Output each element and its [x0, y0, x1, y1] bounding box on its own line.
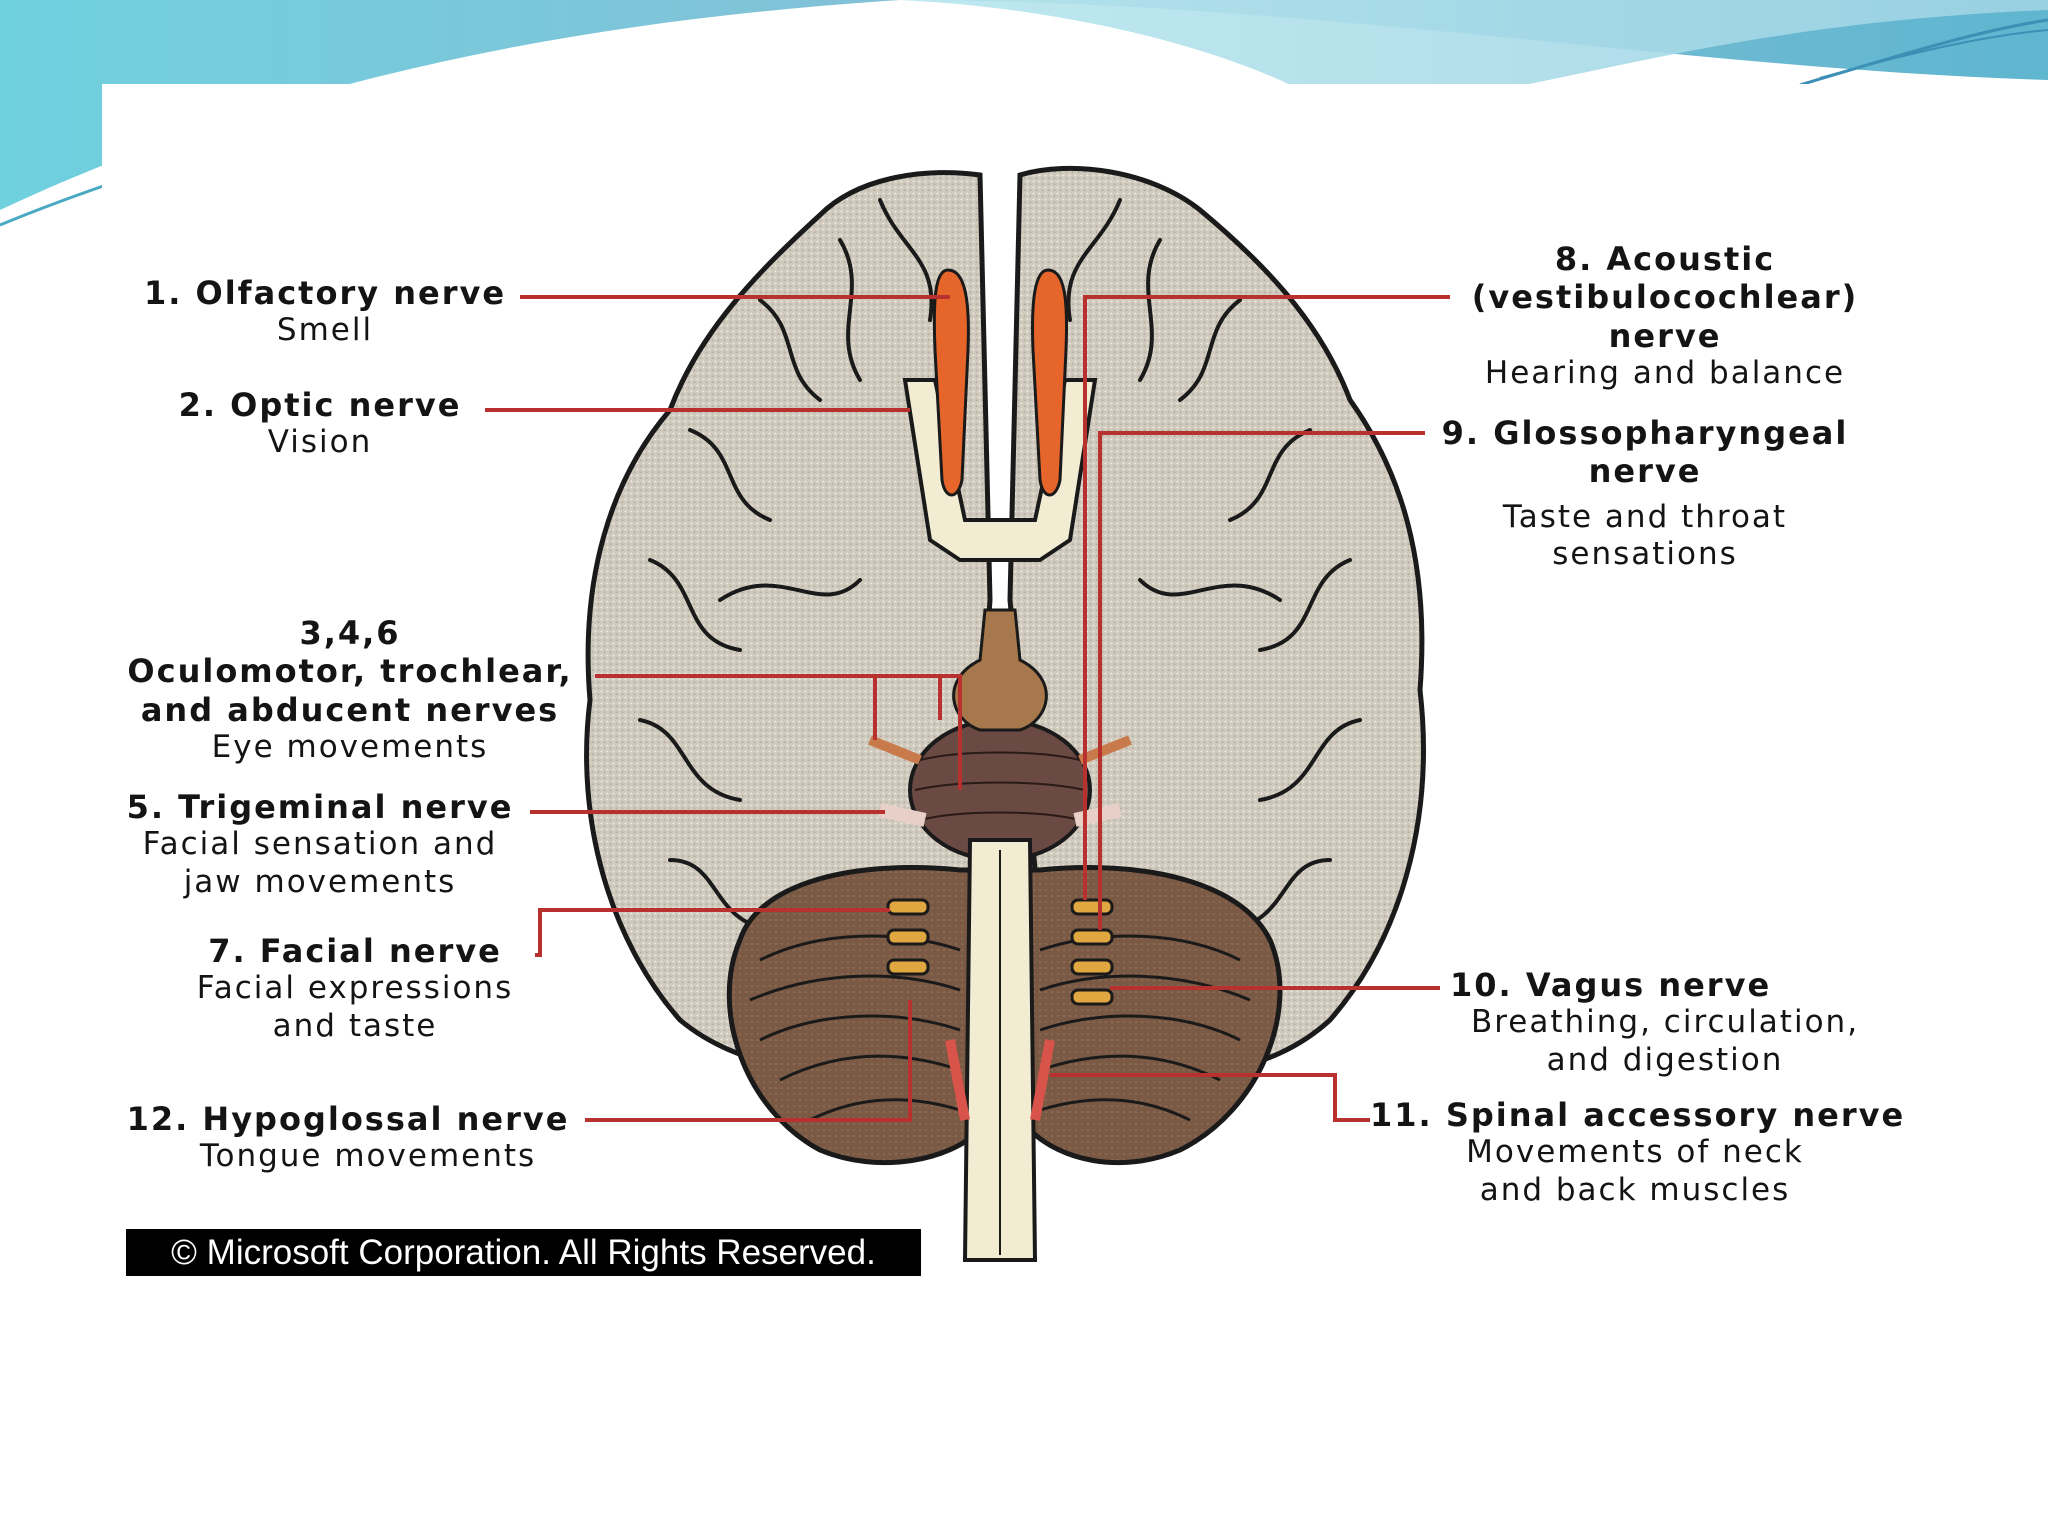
- label-vagus-title: 10. Vagus nerve: [1450, 966, 1772, 1004]
- label-optic: 2. Optic nerve Vision: [160, 386, 480, 462]
- label-vagus-desc-1: Breathing, circulation,: [1470, 1004, 1860, 1041]
- label-eye-title-1: Oculomotor, trochlear,: [127, 652, 573, 691]
- label-acoustic-title-1: 8. Acoustic: [1554, 240, 1776, 278]
- label-accessory-desc-1: Movements of neck: [1466, 1134, 1804, 1171]
- label-acoustic-title-3: nerve: [1608, 316, 1722, 355]
- label-acoustic: 8. Acoustic (vestibulocochlear) nerve He…: [1455, 240, 1875, 392]
- label-vagus-desc-2: and digestion: [1546, 1041, 1784, 1078]
- label-spinal-accessory: 11. Spinal accessory nerve Movements of …: [1370, 1096, 1906, 1209]
- leader-lines: [485, 295, 1450, 1122]
- copyright-notice: © Microsoft Corporation. All Rights Rese…: [126, 1229, 921, 1276]
- label-trigeminal: 5. Trigeminal nerve Facial sensation and…: [110, 788, 530, 901]
- olfactory-bulb-right: [1031, 268, 1069, 497]
- label-eye-desc: Eye movements: [211, 729, 489, 766]
- label-optic-title: 2. Optic nerve: [178, 386, 462, 424]
- label-glosso-desc-1: Taste and throat: [1502, 498, 1788, 535]
- label-hypoglossal-desc: Tongue movements: [199, 1138, 537, 1175]
- label-hypoglossal: 12. Hypoglossal nerve Tongue movements: [118, 1100, 578, 1176]
- label-accessory-desc-2: and back muscles: [1479, 1171, 1791, 1208]
- pons-striations: [914, 751, 1086, 821]
- label-glosso-desc-2: sensations: [1552, 535, 1738, 572]
- header-wave-light: [900, 0, 2048, 100]
- label-trigeminal-desc-1: Facial sensation and: [142, 826, 498, 863]
- label-trigeminal-desc-2: jaw movements: [183, 863, 457, 900]
- label-facial-title: 7. Facial nerve: [208, 932, 502, 970]
- optic-chiasm: [902, 378, 1098, 562]
- label-acoustic-title-2: (vestibulocochlear): [1471, 278, 1859, 317]
- label-optic-desc: Vision: [267, 424, 373, 461]
- label-eye-number: 3,4,6: [299, 614, 401, 652]
- label-trigeminal-title: 5. Trigeminal nerve: [126, 788, 514, 826]
- label-facial: 7. Facial nerve Facial expressions and t…: [175, 932, 535, 1045]
- label-eye-title-2: and abducent nerves: [140, 690, 560, 729]
- right-hemisphere: [1007, 165, 1426, 1076]
- label-facial-desc-2: and taste: [272, 1007, 438, 1044]
- label-olfactory-title: 1. Olfactory nerve: [143, 274, 507, 312]
- wave-stroke: [1819, 29, 2048, 79]
- gyri-lines: [638, 198, 1362, 932]
- label-acoustic-desc: Hearing and balance: [1484, 355, 1846, 392]
- label-eye-nerves: 3,4,6 Oculomotor, trochlear, and abducen…: [110, 614, 590, 766]
- pituitary: [952, 608, 1048, 732]
- label-glosso-title-2: nerve: [1588, 452, 1702, 491]
- label-hypoglossal-title: 12. Hypoglossal nerve: [126, 1100, 570, 1138]
- label-olfactory-desc: Smell: [276, 312, 374, 349]
- label-facial-desc-1: Facial expressions: [196, 970, 514, 1007]
- label-glosso-title-1: 9. Glossopharyngeal: [1441, 414, 1849, 452]
- label-glossopharyngeal: 9. Glossopharyngeal nerve Taste and thro…: [1430, 414, 1860, 573]
- nerve-roots: [868, 735, 1132, 1121]
- left-hemisphere: [584, 170, 993, 1073]
- label-olfactory: 1. Olfactory nerve Smell: [140, 274, 510, 350]
- label-accessory-title: 11. Spinal accessory nerve: [1370, 1096, 1906, 1134]
- label-vagus: 10. Vagus nerve Breathing, circulation, …: [1445, 966, 1885, 1079]
- cerebellum-folia: [749, 934, 1251, 1122]
- olfactory-bulb-left: [932, 268, 970, 497]
